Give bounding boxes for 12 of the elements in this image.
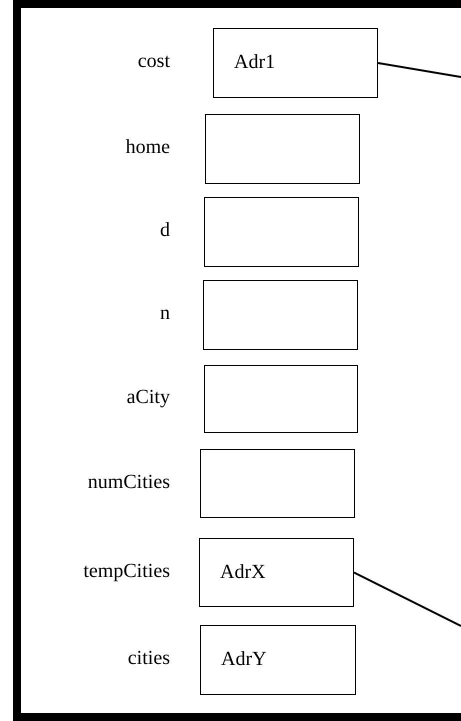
address-value: Adr1 <box>234 50 276 74</box>
variable-name: cities <box>128 646 170 670</box>
variable-name: cost <box>138 49 170 73</box>
address-value: AdrY <box>221 647 267 671</box>
memory-frame <box>13 0 461 721</box>
address-value: AdrX <box>220 560 266 584</box>
variable-name: home <box>126 135 170 159</box>
variable-name: aCity <box>126 385 170 409</box>
variable-name: d <box>160 218 170 242</box>
variable-name: tempCities <box>83 558 170 582</box>
variable-name: n <box>160 301 170 325</box>
variable-name: numCities <box>88 470 170 494</box>
